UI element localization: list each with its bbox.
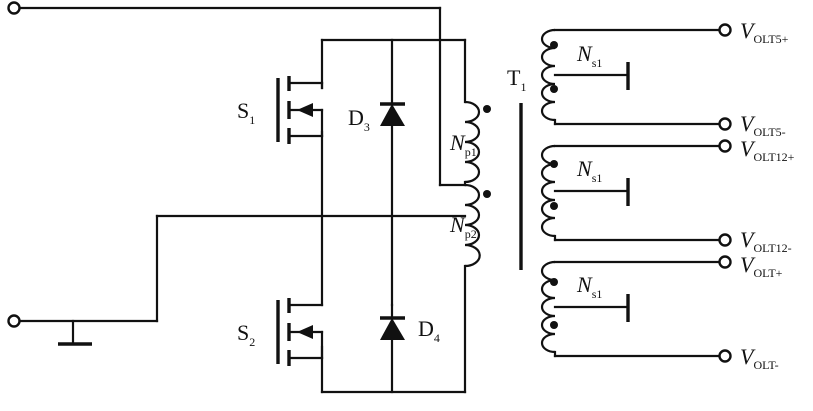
input-terminal-bottom <box>7 214 467 346</box>
secondary-winding-1 <box>540 28 722 126</box>
bridge-rails <box>320 38 467 394</box>
s1-label: S1 <box>237 98 255 127</box>
diode-d3 <box>380 38 405 307</box>
t1-label: T1 <box>507 65 526 94</box>
output-label-olt-plus: VOLT+ <box>740 252 783 280</box>
primary-winding-np2 <box>464 183 491 268</box>
diode-d4 <box>380 303 405 394</box>
np2-label: Np2 <box>449 212 477 241</box>
secondary-winding-2 <box>540 144 722 242</box>
output-label-olt-minus: VOLT- <box>740 344 779 372</box>
np1-label: Np1 <box>449 130 477 159</box>
d3-label: D3 <box>348 105 370 134</box>
d4-label: D4 <box>418 316 440 345</box>
secondary-winding-3 <box>540 260 722 358</box>
output-label-olt12-plus: VOLT12+ <box>740 136 795 164</box>
ns1-label-2: Ns1 <box>576 156 602 185</box>
ns1-label-1: Ns1 <box>576 41 602 70</box>
output-terminals <box>718 23 732 363</box>
mosfet-s1 <box>276 76 324 144</box>
input-terminal-top <box>7 1 442 187</box>
output-label-olt5-plus: VOLT5+ <box>740 18 789 46</box>
output-label-olt12-minus: VOLT12- <box>740 227 792 255</box>
s2-label: S2 <box>237 320 255 349</box>
primary-winding-np1 <box>438 100 491 187</box>
output-label-olt5-minus: VOLT5- <box>740 111 786 139</box>
mosfet-s2 <box>276 298 324 366</box>
ns1-label-3: Ns1 <box>576 272 602 301</box>
